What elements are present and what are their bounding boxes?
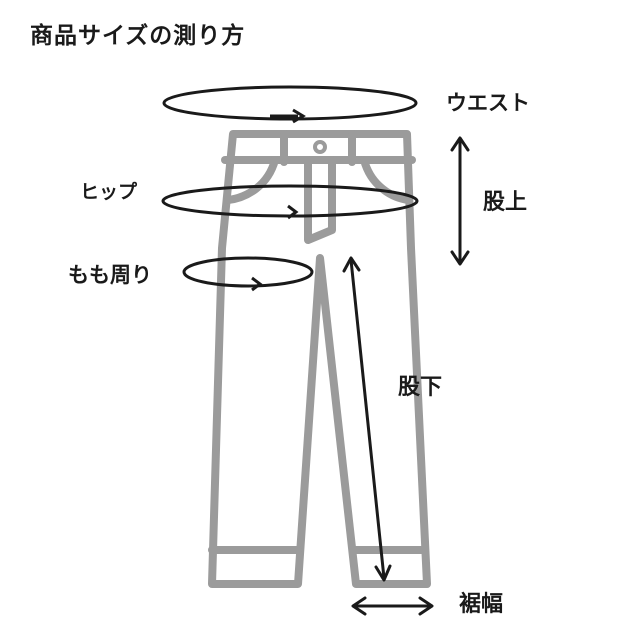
rise-arrow-icon <box>450 136 470 266</box>
hip-label: ヒップ <box>80 181 138 203</box>
inseam-arrow-icon <box>342 256 392 582</box>
pants-silhouette <box>208 130 431 588</box>
thigh-label: もも周り <box>68 263 152 287</box>
hem-arrow-icon <box>351 596 434 616</box>
page-title: 商品サイズの測り方 <box>30 23 246 49</box>
left-pocket <box>224 156 279 204</box>
rise-label: 股上 <box>483 190 528 215</box>
right-pocket <box>360 156 413 204</box>
waist-button <box>313 140 327 154</box>
pants-outline <box>208 130 431 588</box>
waist-measure-icon <box>162 85 418 124</box>
thigh-measure-icon <box>182 256 314 292</box>
hip-measure-icon <box>161 184 419 220</box>
fly <box>304 156 336 244</box>
hem-label: 裾幅 <box>459 592 504 617</box>
waist-label: ウエスト <box>446 91 530 115</box>
inseam-label: 股下 <box>398 375 443 400</box>
